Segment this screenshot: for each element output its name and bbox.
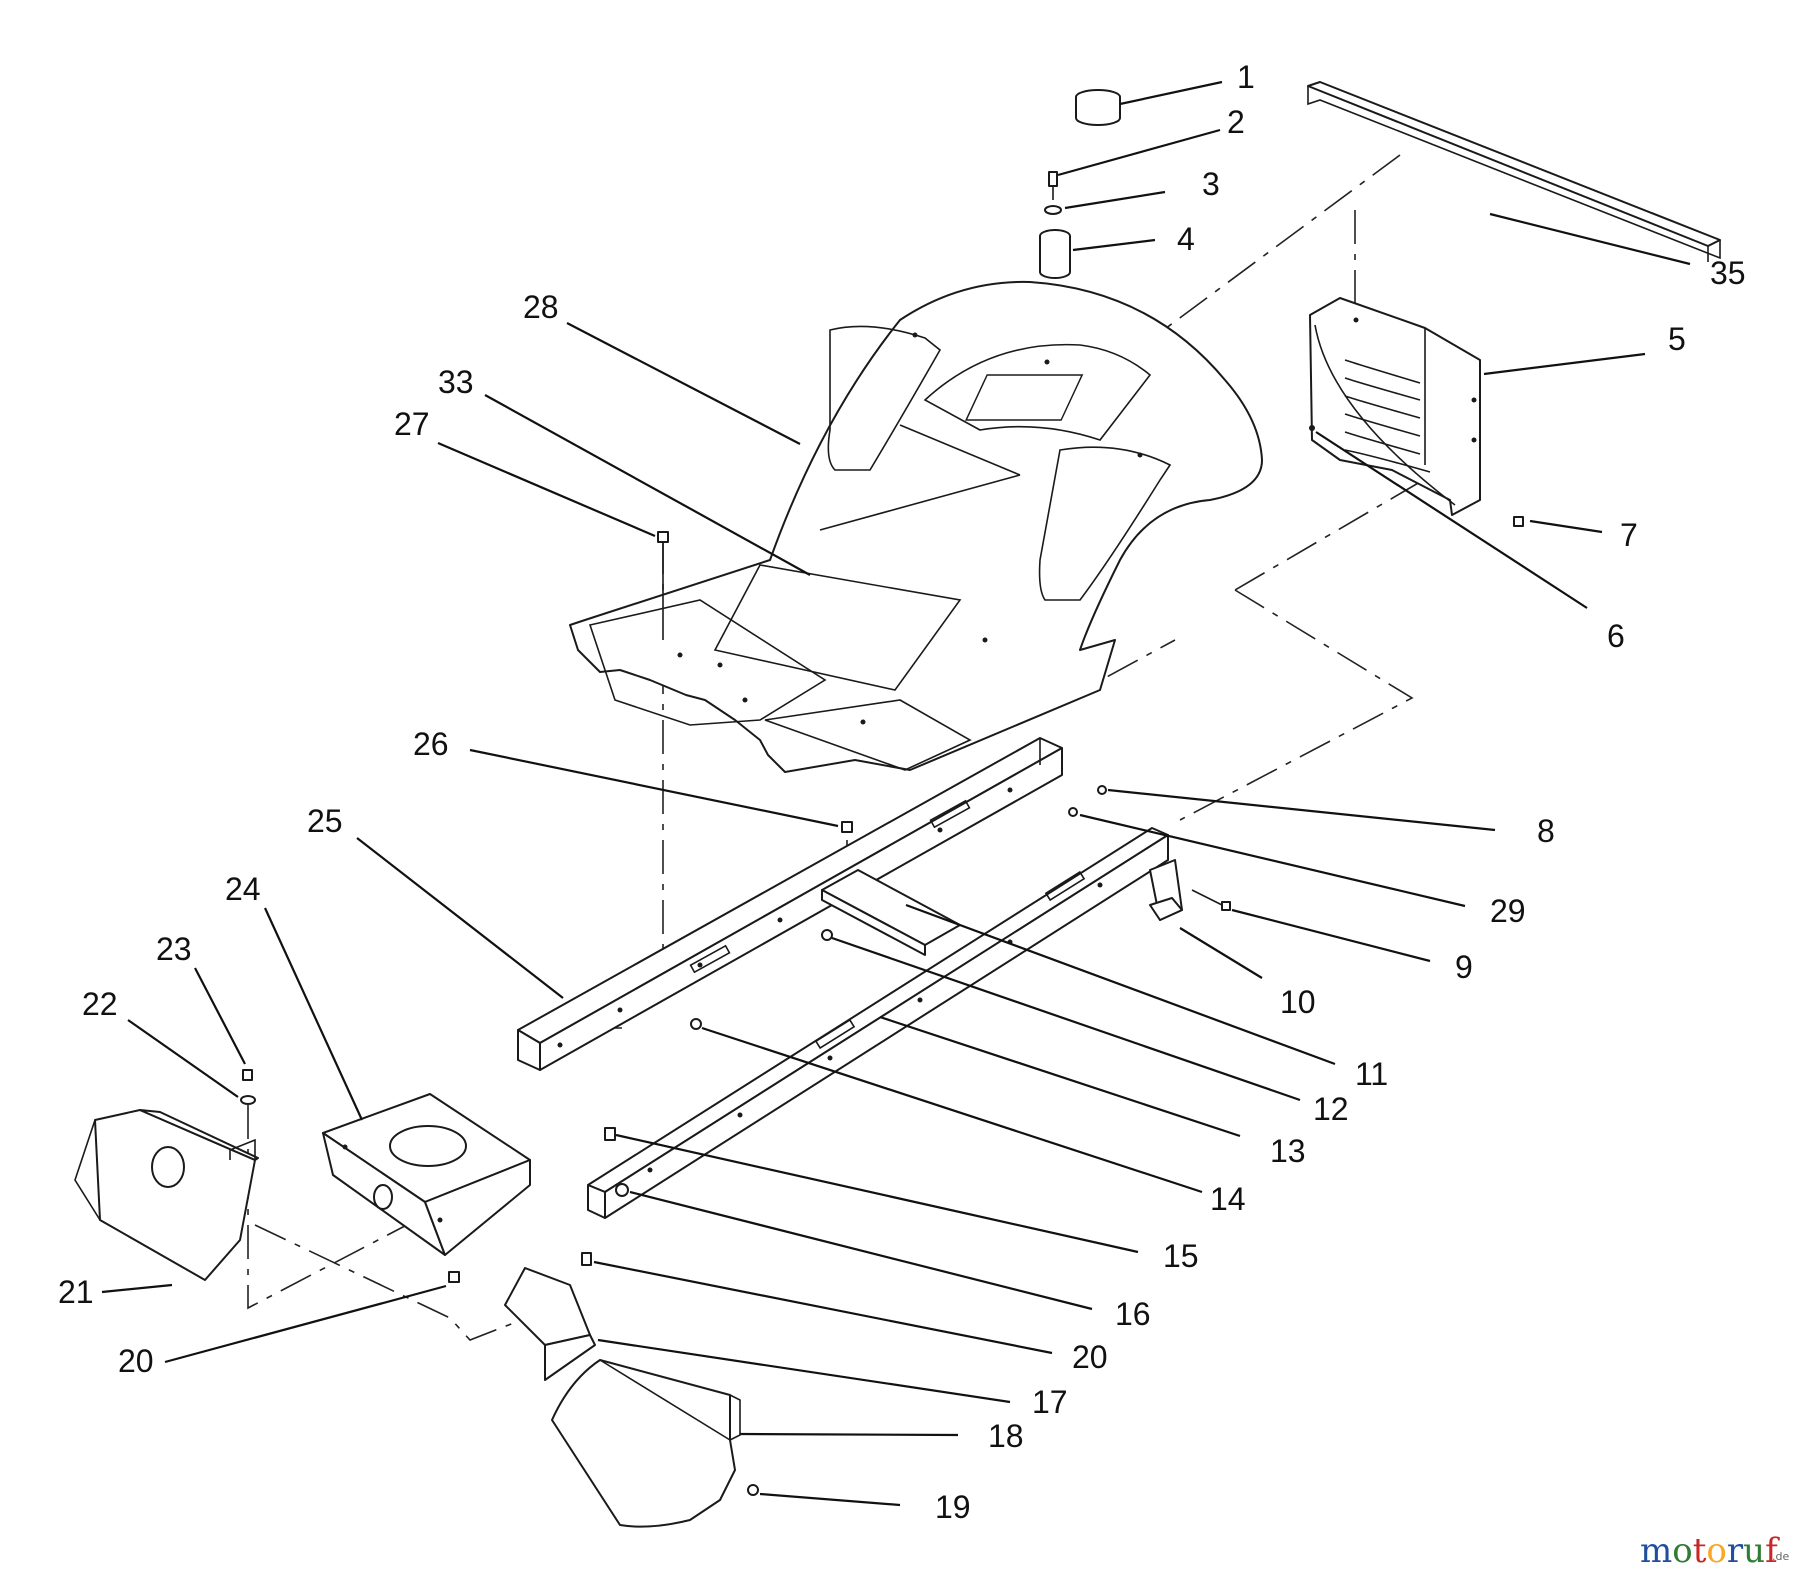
callout-labels: 1 2 3 4 35 5 7 6 28 33 27 26 25 24 23 22… xyxy=(58,59,1746,1525)
part-9-screw xyxy=(1191,889,1231,911)
part-10-mount-bracket xyxy=(1149,859,1183,921)
callout-20-left: 20 xyxy=(118,1343,154,1379)
part-8-nut xyxy=(1097,785,1107,795)
callout-11: 11 xyxy=(1355,1056,1388,1092)
part-2-screw xyxy=(1048,171,1058,200)
part-20-nut-left xyxy=(448,1271,460,1283)
callout-21: 21 xyxy=(58,1274,94,1310)
callout-12: 12 xyxy=(1313,1091,1349,1127)
part-26-bolt xyxy=(841,821,853,833)
part-1-knob xyxy=(1075,89,1121,126)
logo-letter-u: u xyxy=(1743,1531,1765,1571)
callout-35: 35 xyxy=(1710,255,1746,291)
callout-14: 14 xyxy=(1210,1181,1246,1217)
callout-7: 7 xyxy=(1620,517,1638,553)
leader-lines xyxy=(101,80,1691,1507)
part-17-shield xyxy=(504,1267,596,1381)
part-19-screw xyxy=(747,1484,759,1496)
logo-letter-m: m xyxy=(1640,1531,1672,1571)
callout-10: 10 xyxy=(1280,984,1316,1020)
callout-22: 22 xyxy=(82,986,118,1022)
callout-3: 3 xyxy=(1202,166,1220,202)
part-29-nut xyxy=(1068,807,1078,817)
part-13-lower-rail xyxy=(587,827,1169,1219)
callout-25: 25 xyxy=(307,803,343,839)
part-22-washer xyxy=(240,1095,256,1105)
part-21-front-bracket xyxy=(74,1109,259,1281)
part-15-bolt xyxy=(604,1127,616,1141)
part-6-screw xyxy=(1309,425,1315,431)
part-11-cross-member xyxy=(821,869,961,956)
part-25-frame-rail xyxy=(517,737,1063,1071)
callout-28: 28 xyxy=(523,289,559,325)
part-24-engine-mount-plate xyxy=(322,1093,531,1256)
logo-letter-t: t xyxy=(1693,1531,1707,1571)
callout-17: 17 xyxy=(1032,1384,1068,1420)
callout-6: 6 xyxy=(1607,618,1625,654)
part-16-nut xyxy=(615,1183,629,1197)
callout-29: 29 xyxy=(1490,893,1526,929)
callout-24: 24 xyxy=(225,871,261,907)
callout-20-right: 20 xyxy=(1072,1339,1108,1375)
callout-9: 9 xyxy=(1455,949,1473,985)
part-4-spacer xyxy=(1039,229,1071,279)
callout-26: 26 xyxy=(413,726,449,762)
logo-letter-o2: o xyxy=(1706,1531,1726,1571)
part-35-rear-trim-rail xyxy=(1307,81,1721,262)
logo-letter-r: r xyxy=(1727,1531,1744,1571)
part-20-bolt-right xyxy=(581,1252,592,1266)
callout-1: 1 xyxy=(1237,59,1255,95)
part-18-deflector xyxy=(551,1359,741,1528)
logo-suffix: .de xyxy=(1772,1550,1789,1563)
logo-letter-o: o xyxy=(1672,1531,1692,1571)
part-14-nut xyxy=(690,1018,702,1030)
callout-2: 2 xyxy=(1227,104,1245,140)
callout-8: 8 xyxy=(1537,813,1555,849)
svg-text:motoruf: motoruf xyxy=(1640,1531,1780,1571)
logo-letter-f: f xyxy=(1765,1531,1780,1571)
callout-23: 23 xyxy=(156,931,192,967)
callout-33: 33 xyxy=(438,364,474,400)
part-28-fender-seat-pan xyxy=(569,280,1263,773)
part-3-washer xyxy=(1044,205,1062,215)
callout-16: 16 xyxy=(1115,1296,1151,1332)
watermark-logo: motoruf .de xyxy=(1640,1531,1789,1571)
part-5-shield-bracket xyxy=(1309,297,1481,516)
callout-5: 5 xyxy=(1668,321,1686,357)
part-23-bolt xyxy=(242,1069,253,1081)
callout-18: 18 xyxy=(988,1418,1024,1454)
callout-27: 27 xyxy=(394,406,430,442)
part-27-bolt xyxy=(657,531,669,640)
part-7-screw xyxy=(1513,516,1524,527)
callout-19: 19 xyxy=(935,1489,971,1525)
part-12-nut xyxy=(821,929,833,941)
callout-15: 15 xyxy=(1163,1238,1199,1274)
callout-4: 4 xyxy=(1177,221,1195,257)
callout-13: 13 xyxy=(1270,1133,1306,1169)
